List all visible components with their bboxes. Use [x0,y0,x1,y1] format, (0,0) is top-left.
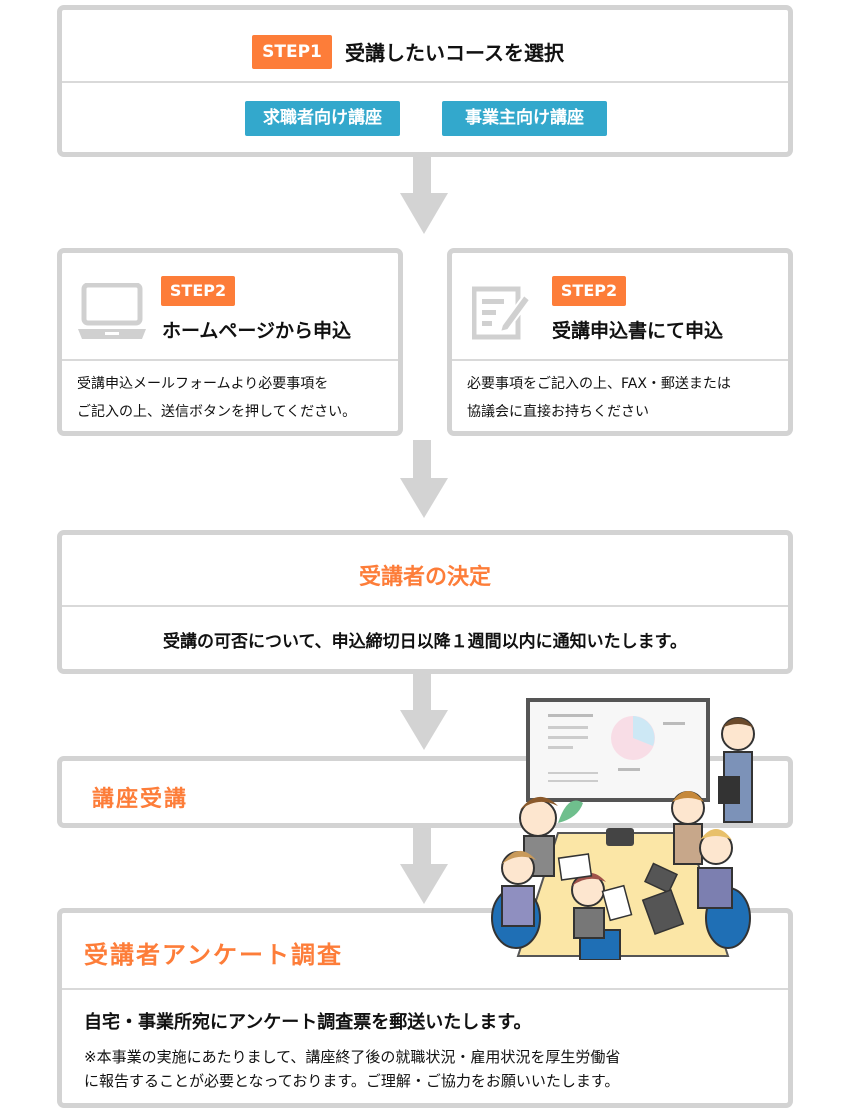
survey-note-line-1: ※本事業の実施にあたりまして、講座終了後の就職状況・雇用状況を厚生労働省 [84,1048,621,1066]
step2-paper-badge: STEP2 [552,276,626,306]
step1-badge: STEP1 [252,35,332,69]
down-arrow-icon [400,674,448,750]
job-seeker-course-button[interactable]: 求職者向け講座 [245,101,400,136]
form-edit-icon [472,286,532,340]
step2-paper-box: STEP2 受講申込書にて申込 必要事項をご記入の上、FAX・郵送または 協議会… [447,248,793,436]
divider [452,359,788,361]
decision-text: 受講の可否について、申込締切日以降１週間以内に通知いたします。 [163,632,687,652]
down-arrow-icon [400,828,448,904]
survey-note-line-2: に報告することが必要となっております。ご理解・ご協力をお願いいたします。 [84,1072,620,1090]
survey-title: 受講者アンケート調査 [84,941,344,969]
step2-web-line-2: ご記入の上、送信ボタンを押してください。 [77,404,357,420]
step2-web-box: STEP2 ホームページから申込 受講申込メールフォームより必要事項を ご記入の… [57,248,403,436]
step1-box: STEP1 受講したいコースを選択 求職者向け講座 事業主向け講座 [57,5,793,157]
divider [62,988,788,990]
down-arrow-icon [400,440,448,518]
attend-title: 講座受講 [92,787,189,812]
step2-web-badge: STEP2 [161,276,235,306]
survey-main-text: 自宅・事業所宛にアンケート調査票を郵送いたします。 [84,1012,532,1033]
laptop-icon [78,283,146,339]
employer-course-button[interactable]: 事業主向け講座 [442,101,607,136]
step1-title: 受講したいコースを選択 [345,41,564,65]
step2-paper-title: 受講申込書にて申込 [552,320,724,342]
step2-paper-line-2: 協議会に直接お持ちください [467,404,649,420]
decision-box: 受講者の決定 受講の可否について、申込締切日以降１週間以内に通知いたします。 [57,530,793,674]
decision-title: 受講者の決定 [358,565,491,590]
divider [62,81,788,83]
step2-web-title: ホームページから申込 [162,320,352,342]
survey-box: 受講者アンケート調査 自宅・事業所宛にアンケート調査票を郵送いたします。 ※本事… [57,908,793,1108]
step2-web-line-1: 受講申込メールフォームより必要事項を [77,376,329,392]
step2-paper-line-1: 必要事項をご記入の上、FAX・郵送または [467,376,731,392]
divider [62,605,788,607]
meeting-illustration [491,698,755,960]
down-arrow-icon [400,157,448,234]
divider [62,359,398,361]
